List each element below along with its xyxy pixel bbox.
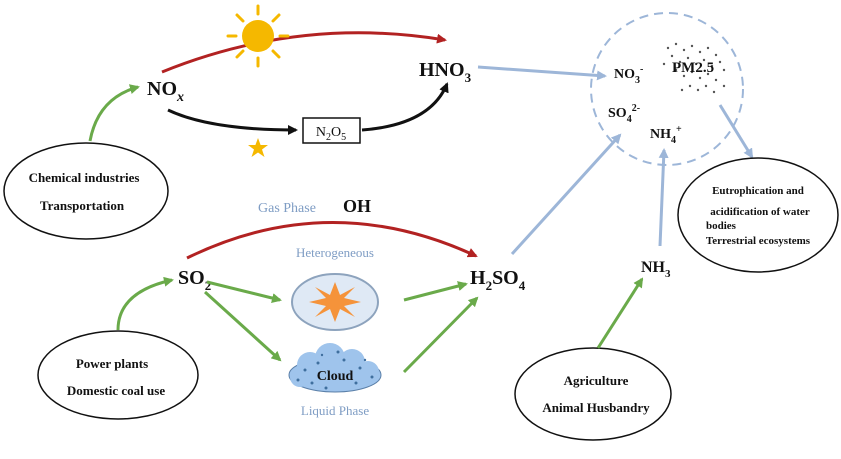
n2o5-box [302,117,361,144]
star-icon [248,138,268,157]
industry-to-nox-arrow [88,84,140,142]
hno3-to-particle-arrow [477,65,607,81]
agriculture-source-ellipse [514,347,672,441]
industry-source-ellipse [3,142,169,240]
pm25-particle-circle [590,12,744,166]
industry-line1: Chemical industries [29,170,140,185]
so2-to-cloud-arrow [203,290,282,362]
starburst-icon [309,282,361,322]
no3-label: NO3- [614,64,643,86]
agriculture-line2: Animal Husbandry [542,400,650,415]
impacts-ellipse [677,157,839,273]
nh3-label: NH3 [641,259,671,280]
agriculture-line1: Agriculture [564,373,629,388]
n2o5-label: N2O5 [316,125,346,143]
particle-to-impacts-arrow [718,104,754,159]
so4-label: SO42- [608,103,640,125]
liquid-phase-label: Liquid Phase [301,403,369,418]
industry-line2: Transportation [40,198,125,213]
h2so4-to-particle-arrow [510,133,622,256]
so2-label: SO2 [178,267,211,293]
h2so4-label: H2SO4 [470,267,526,293]
nox-to-hno3-day-arrow [161,31,447,74]
power-line2: Domestic coal use [67,383,165,398]
pm25-label: PM2.5 [672,60,714,76]
nox-to-n2o5-night-arrow [167,108,298,135]
impacts-line4: Terrestrial ecosystems [706,235,811,247]
pm25-dots [662,42,726,94]
cloud-icon [288,343,382,393]
impacts-line3: bodies [706,220,737,232]
sun-icon [226,4,290,68]
cloud-to-h2so4-arrow [402,296,479,374]
hno3-label: HNO3 [419,59,472,85]
n2o5-to-hno3-arrow [361,82,449,132]
so2-to-heterogeneous-arrow [206,280,282,303]
agriculture-to-nh3-arrow [596,277,644,349]
oh-label: OH [343,196,371,216]
power-to-so2-arrow [116,276,174,331]
impacts-line2: acidification of water [710,206,810,218]
gas-phase-label: Gas Phase [258,201,316,216]
nox-label: NOx [147,78,184,105]
power-line1: Power plants [76,356,148,371]
power-source-ellipse [37,330,199,420]
nh4-label: NH4+ [650,124,682,146]
so2-to-h2so4-gas-arrow [186,221,478,260]
impacts-line1: Eutrophication and [712,185,804,197]
heterogeneous-to-h2so4-arrow [403,281,468,302]
cloud-label: Cloud [317,369,354,384]
heterogeneous-label: Heterogeneous [296,245,374,260]
nh3-to-particle-arrow [658,148,669,247]
